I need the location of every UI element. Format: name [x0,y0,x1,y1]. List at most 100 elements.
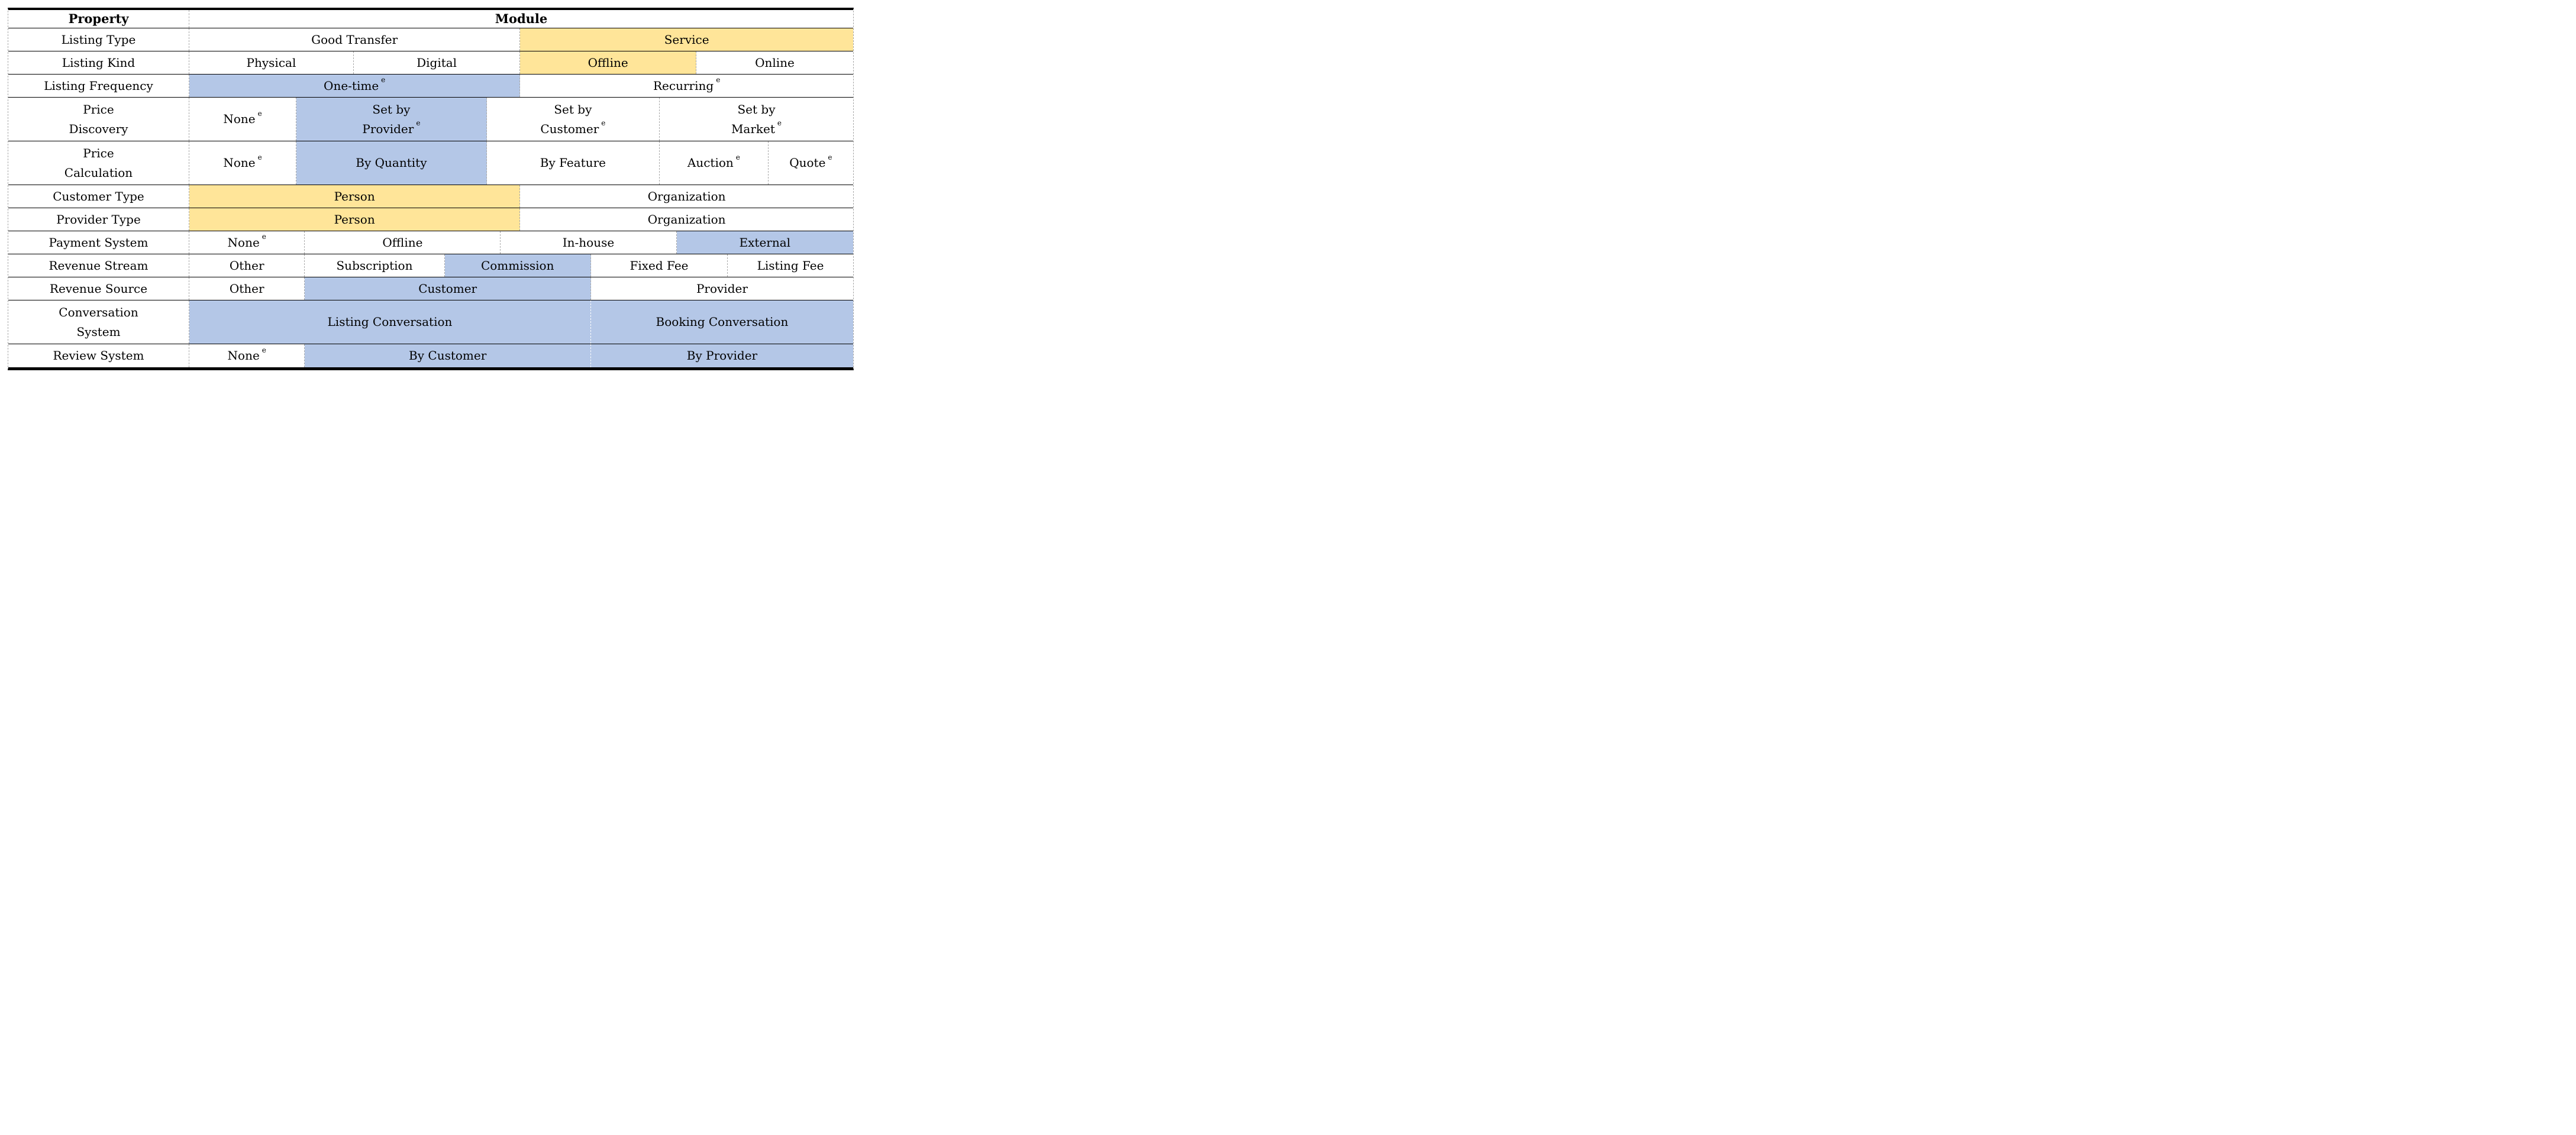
extension-superscript: e [381,76,386,85]
cell-text-line: Physical [246,55,296,70]
cell-organization: Organization [520,208,853,231]
cell-digital: Digital [354,51,521,74]
property-cell-listing-type: Listing Type [8,28,189,51]
cell-service: Service [520,28,853,51]
property-cell-customer-type: Customer Type [8,185,189,208]
header-module-label: Module [495,11,548,26]
property-cell-revenue-source: Revenue Source [8,277,189,300]
row-provider-type: Provider Type Person Organization [8,208,853,231]
cell-other: Other [189,254,305,277]
cell-subscription: Subscription [305,254,445,277]
cell-text-line: Offline [382,235,423,250]
cell-text: Person [334,210,375,229]
module-cells: Physical Digital Offline Online [189,51,853,74]
cell-text-line: Listing Fee [757,258,824,273]
cell-text-line: By Quantity [356,156,427,170]
cell-commission: Commission [444,254,591,277]
cell-text: Listing Type [62,30,136,49]
extension-superscript: e [262,345,266,354]
cell-text-line: By Customer [409,348,487,363]
cell-text: By Feature [540,153,606,172]
cell-text-line: None [227,235,260,250]
cell-text: Listing Kind [62,53,135,72]
header-property-label: Property [68,11,129,26]
cell-text: Listing Frequency [44,76,153,95]
cell-text: Revenue Source [50,279,147,298]
cell-text: Other [230,279,264,298]
cell-text-line: Market [731,121,775,136]
cell-booking-conversation: Booking Conversation [590,300,853,344]
cell-text-line: Subscription [336,258,413,273]
cell-in-house: In-house [501,231,677,254]
row-listing-type: Listing Type Good Transfer Service [8,28,853,51]
extension-superscript: e [416,118,421,127]
cell-text-line: Listing Type [61,32,136,47]
extension-superscript: e [716,76,721,85]
module-cells: Person Organization [189,208,853,231]
cell-person: Person [189,185,521,208]
cell-text-line: None [223,112,256,127]
cell-text: Discovery [69,119,128,138]
cell-text-line: Set by [554,102,592,117]
cell-offline: Offline [520,51,696,74]
cell-text-line: Person [334,189,375,203]
cell-text: Provider [696,279,748,298]
cell-other: Other [189,277,305,300]
cell-text: Provider Type [56,210,141,229]
row-customer-type: Customer Type Person Organization [8,185,853,208]
cell-text-line: Commission [480,258,554,273]
cell-text: Offline [588,53,628,72]
cell-text-line: Set by [737,102,776,117]
cell-text: Payment System [49,233,149,252]
cell-text: By Provider [687,346,757,365]
cell-online: Online [696,51,853,74]
cell-text-line: Digital [417,55,457,70]
header-module-cell: Module [189,10,853,28]
cell-text-line: Organization [647,189,726,203]
cell-text-line: In-house [562,235,615,250]
cell-by-quantity: By Quantity [296,141,487,185]
cell-text-line: Booking Conversation [656,315,789,329]
cell-person: Person [189,208,521,231]
cell-good-transfer: Good Transfer [189,28,521,51]
cell-provider: Provider [591,277,853,300]
cell-text: Customer [418,279,477,298]
cell-text-line: Organization [647,212,726,227]
cell-text-line: Recurring [653,78,714,93]
cell-text: Customer Type [53,187,144,206]
cell-text: Set by [737,100,775,119]
cell-by-provider: By Provider [590,344,853,367]
cell-text-line: Calculation [64,165,133,180]
cell-text: Review System [53,346,144,365]
cell-text-line: By Provider [686,348,758,363]
cell-organization: Organization [520,185,853,208]
cell-text-line: Customer [540,121,599,136]
cell-text: Commission [481,256,554,275]
cell-text-line: Listing Conversation [327,315,453,329]
cell-text-line: Auction [687,156,734,170]
cell-text-line: None [227,348,260,363]
cell-text-line: Price [83,146,114,161]
extension-superscript: e [735,153,740,161]
cell-text: Listing Conversation [328,312,453,331]
cell-text-line: Revenue Source [49,281,148,296]
cell-text-line: Customer [418,281,477,296]
module-cells: Person Organization [189,185,853,208]
cell-text: Service [664,30,709,49]
